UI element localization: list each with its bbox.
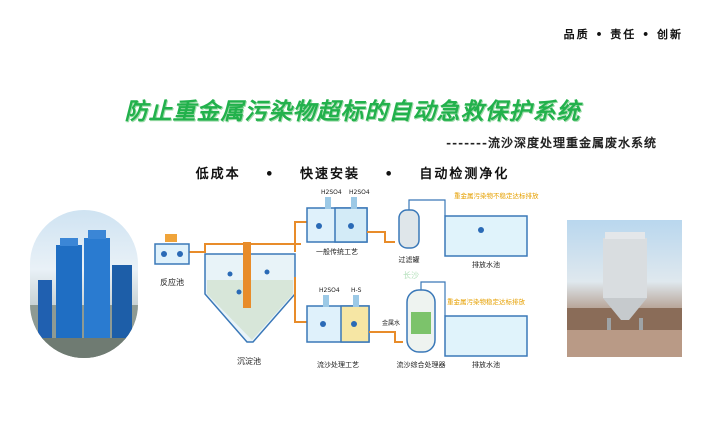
photo-silver-tank (567, 220, 682, 357)
discharge-pool-bottom (444, 315, 528, 357)
label-warn-stable: 重金属污染物稳定达标排放 (447, 297, 526, 306)
feature-separator: • (384, 167, 395, 182)
process-diagram: 反应池 沉淀池 H2SO4 H2SO4 一般传统工艺 过滤罐 重金属污染物不稳定… (154, 189, 539, 369)
reaction-tank (154, 243, 190, 265)
center-pipe (243, 242, 251, 308)
feature-fast-install: 快速安装 (299, 167, 360, 182)
filter-tank (398, 209, 420, 249)
page-title: 防止重金属污染物超标的自动急救保护系统 (124, 98, 581, 125)
photo-blue-tanks (30, 210, 138, 358)
page-subtitle: -------流沙深度处理重金属废水系统 (446, 136, 657, 150)
label-hs: H-S (351, 287, 362, 294)
pipe-to-general (294, 221, 307, 252)
reaction-dosing-pump (165, 234, 177, 242)
label-reaction-tank: 反应池 (160, 277, 184, 287)
feature-auto-purify: 自动检测净化 (419, 167, 510, 182)
label-metal-water: 金属水 (382, 319, 400, 327)
label-flowsand-treater: 流沙综合处理器 (397, 360, 446, 369)
pipe-to-flowsand (294, 277, 307, 323)
label-sedimentation-tank: 沉淀池 (237, 356, 261, 366)
feature-low-cost: 低成本 (195, 167, 241, 182)
label-h2so4-a: H2SO4 (321, 189, 342, 196)
feature-list: 低成本 • 快速安装 • 自动检测净化 (0, 163, 705, 182)
label-warn-exceed: 重金属污染物不稳定达标排放 (454, 191, 539, 200)
label-h2so4-b: H2SO4 (349, 189, 370, 196)
label-flowsand-process: 流沙处理工艺 (317, 360, 359, 369)
pipe-to-treater (369, 331, 403, 343)
blue-tanks-illustration (30, 230, 138, 358)
feature-separator: • (265, 167, 276, 182)
label-h2so4-c: H2SO4 (319, 287, 340, 294)
label-discharge-pool-bottom: 排放水池 (472, 360, 500, 369)
label-discharge-pool-top: 排放水池 (472, 260, 500, 269)
label-filter-tank: 过滤罐 (399, 255, 420, 264)
silver-tank-illustration (567, 232, 682, 357)
label-general-process: 一般传统工艺 (316, 247, 358, 256)
pipe-to-filter (367, 231, 395, 243)
watermark-text: 长沙 (403, 270, 419, 280)
discharge-pool-top (444, 215, 528, 257)
slogan: 品质 • 责任 • 创新 (563, 28, 683, 41)
pipe-to-sedimentation (189, 243, 301, 253)
